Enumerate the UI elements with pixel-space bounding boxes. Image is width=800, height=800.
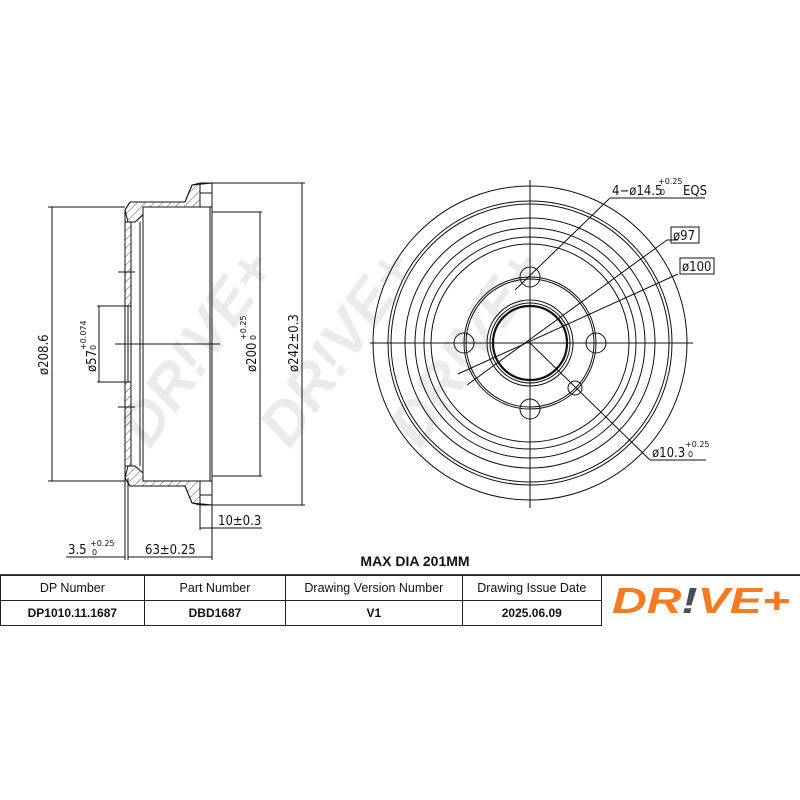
- callout-d103: ø10.3: [652, 446, 685, 461]
- value-drawing-version: V1: [285, 600, 463, 626]
- dim-t35-tol-lower: 0: [92, 548, 97, 557]
- callout-d103-tol-upper: +0.25: [685, 440, 710, 449]
- drive-plus-logo: DR!VE+: [612, 583, 790, 618]
- callout-d100: ø100: [682, 260, 711, 275]
- value-dp-number: DP1010.11.1687: [0, 600, 145, 626]
- dim-t35: 3.5: [68, 543, 87, 558]
- title-block-value-row: DP1010.11.1687 DBD1687 V1 2025.06.09: [0, 600, 800, 626]
- logo-text-dr: DR: [612, 583, 682, 618]
- front-view: [370, 180, 715, 508]
- side-section-view: [48, 182, 305, 560]
- callout-bolt-holes-eqs: EQS: [683, 184, 707, 199]
- callout-bolt-holes-tol-upper: +0.25: [658, 177, 683, 186]
- dim-d57: ø57: [85, 350, 100, 372]
- dim-depth63: 63±0.25: [145, 543, 196, 558]
- header-drawing-version: Drawing Version Number: [285, 575, 463, 601]
- logo-cell: [601, 575, 800, 626]
- dim-d200: ø200: [245, 343, 260, 372]
- title-block-top-border: [0, 574, 800, 575]
- header-part-number: Part Number: [143, 575, 287, 601]
- header-dp-number: DP Number: [0, 575, 145, 601]
- svg-text:DR!VE+: DR!VE+: [612, 583, 790, 618]
- front-view-callout-labels: 4−ø14.5 +0.25 0 EQS ø97 ø100 ø10.3 +0.25…: [612, 177, 711, 461]
- callout-d97: ø97: [673, 229, 695, 244]
- header-issue-date: Drawing Issue Date: [461, 575, 603, 601]
- dim-t35-tol-upper: +0.25: [90, 539, 115, 548]
- value-part-number: DBD1687: [143, 600, 287, 626]
- callout-bolt-holes: 4−ø14.5: [612, 184, 662, 199]
- dim-width10: 10±0.3: [218, 514, 261, 529]
- logo-text-veplus: VE+: [698, 583, 790, 618]
- callout-bolt-holes-tol-lower: 0: [660, 188, 665, 197]
- callout-d103-tol-lower: 0: [688, 450, 693, 459]
- logo-text-exclaim: !: [682, 583, 698, 618]
- value-issue-date: 2025.06.09: [461, 600, 603, 626]
- max-diameter-note: MAX DIA 201MM: [360, 553, 470, 569]
- technical-drawing: DR!VE+ DR!VE+ DR!VE+: [37, 177, 715, 560]
- dim-d200-tol-upper: +0.25: [239, 315, 248, 340]
- dim-d57-tol-upper: +0.074: [79, 320, 88, 350]
- dim-d242: ø242±0.3: [287, 314, 302, 372]
- side-view-dimension-labels: ø208.6 ø57 +0.074 0 ø200 +0.25 0 ø242±0.…: [37, 314, 302, 558]
- dim-d57-tol-lower: 0: [89, 345, 98, 350]
- title-block-table: DP Number Part Number Drawing Version Nu…: [0, 575, 800, 626]
- dim-d200-tol-lower: 0: [249, 335, 258, 340]
- dim-d208: ø208.6: [37, 334, 52, 375]
